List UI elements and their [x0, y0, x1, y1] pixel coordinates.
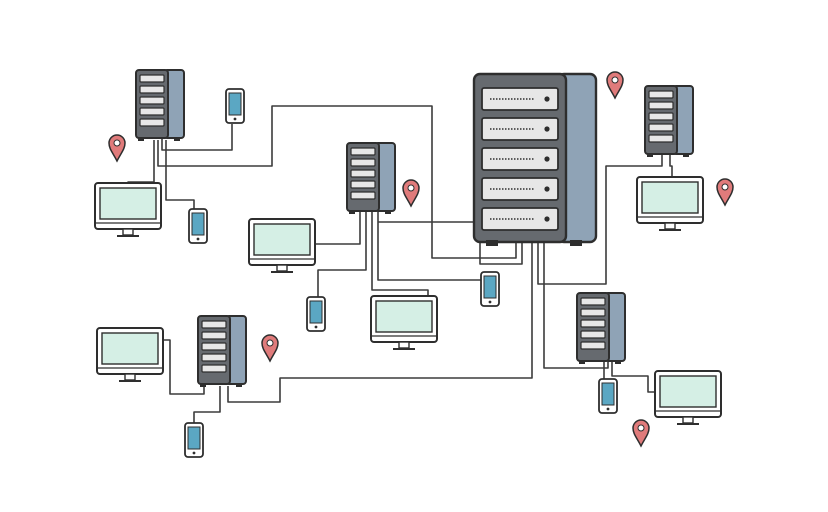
wire [314, 212, 361, 245]
location-pin-icon [402, 179, 420, 207]
server-rack-icon [135, 69, 185, 142]
smartphone-icon [480, 271, 500, 307]
smartphone-icon [184, 422, 204, 458]
wire [165, 140, 195, 210]
server-rack-icon [197, 315, 247, 388]
connection-wires [127, 105, 673, 424]
main-server-icon [472, 72, 598, 246]
location-pin-icon [606, 71, 624, 99]
wire [193, 386, 221, 424]
desktop-monitor-icon [370, 295, 438, 350]
wire [162, 339, 205, 395]
smartphone-icon [225, 88, 245, 124]
server-rack-icon [576, 292, 626, 365]
desktop-monitor-icon [636, 176, 704, 231]
desktop-monitor-icon [96, 327, 164, 382]
drive-bays [481, 87, 559, 231]
smartphone-icon [188, 208, 208, 244]
server-rack-icon [644, 85, 694, 158]
wire [227, 240, 533, 403]
location-pin-icon [261, 334, 279, 362]
wire [157, 105, 517, 259]
wire [543, 240, 609, 369]
server-rack-icon [346, 142, 396, 215]
location-pin-icon [108, 134, 126, 162]
smartphone-icon [306, 296, 326, 332]
wire [669, 152, 673, 180]
wire [537, 152, 663, 285]
desktop-monitor-icon [248, 218, 316, 273]
wire [317, 212, 367, 298]
location-pin-icon [716, 178, 734, 206]
smartphone-icon [598, 378, 618, 414]
desktop-monitor-icon [94, 182, 162, 237]
wire [371, 212, 429, 300]
wire [161, 124, 233, 151]
wire [378, 221, 523, 265]
desktop-monitor-icon [654, 370, 722, 425]
location-pin-icon [632, 419, 650, 447]
wire [611, 362, 656, 393]
